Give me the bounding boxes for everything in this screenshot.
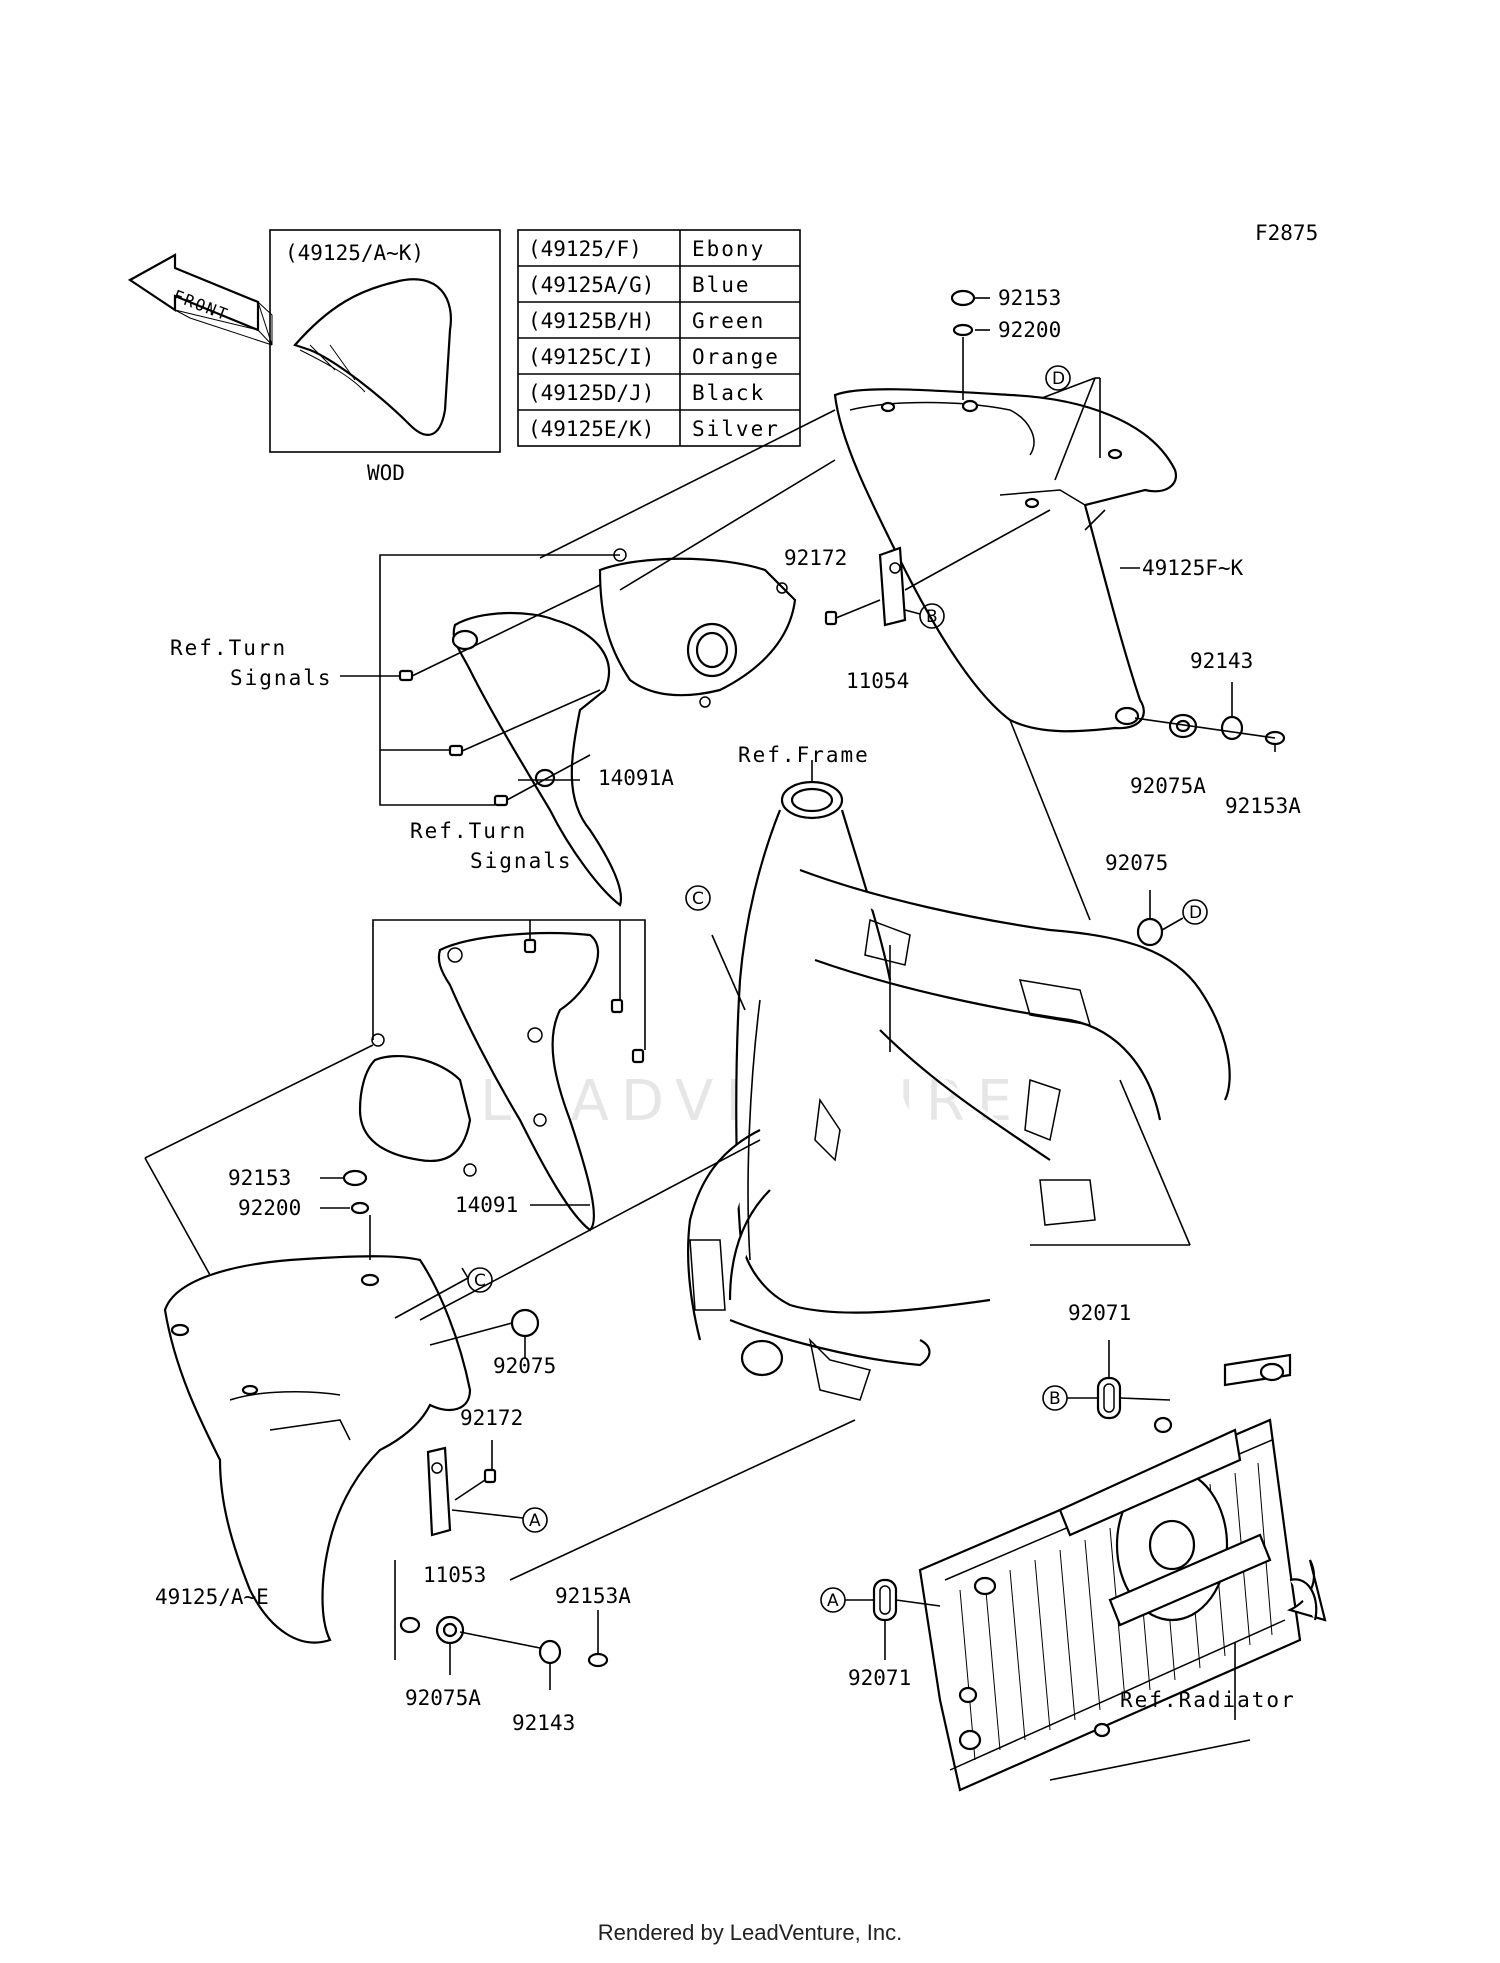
label-92071-top: 92071	[1068, 1301, 1131, 1325]
screw-92153A-right	[1264, 730, 1286, 752]
label-92200-top: 92200	[998, 318, 1061, 342]
footer-credit: Rendered by LeadVenture, Inc.	[597, 1920, 903, 1945]
label-ref-frame: Ref.Frame	[738, 743, 870, 767]
inner-cover-14091	[437, 932, 600, 1232]
table-code-0: (49125/F)	[528, 237, 642, 261]
bracket-11054	[878, 546, 907, 627]
svg-text:D: D	[1189, 903, 1202, 923]
screw-92153-top	[950, 289, 990, 400]
inner-cover-14091A	[451, 611, 623, 907]
label-11053: 11053	[423, 1563, 486, 1587]
screw-92172-left	[454, 1440, 497, 1501]
label-92075-right: 92075	[1105, 851, 1168, 875]
label-92200-left: 92200	[238, 1196, 301, 1220]
diagram-code: F2875	[1255, 221, 1318, 245]
table-code-5: (49125E/K)	[528, 417, 654, 441]
callout-C-left: C	[467, 1267, 493, 1293]
label-14091A: 14091A	[598, 766, 674, 790]
inset-box: (49125/A~K) WOD	[269, 229, 501, 485]
grommet-92071-top	[1096, 1340, 1171, 1420]
label-14091: 14091	[455, 1193, 518, 1217]
svg-text:A: A	[827, 1591, 839, 1611]
label-ref-radiator: Ref.Radiator	[1120, 1688, 1296, 1712]
color-table: (49125/F) Ebony (49125A/G) Blue (49125B/…	[517, 229, 801, 447]
inset-title: (49125/A~K)	[285, 241, 424, 265]
grommet-92075-right	[1136, 890, 1184, 947]
label-11054: 11054	[846, 669, 909, 693]
label-92172-left: 92172	[460, 1406, 523, 1430]
label-92153-top: 92153	[998, 286, 1061, 310]
label-92075-left: 92075	[493, 1354, 556, 1378]
callout-A-left: A	[451, 1507, 548, 1533]
screw-92172-top	[824, 599, 881, 626]
svg-text:B: B	[1049, 1389, 1061, 1409]
label-92153A-left: 92153A	[555, 1584, 631, 1608]
table-code-3: (49125C/I)	[528, 345, 654, 369]
label-49125AE: 49125/A~E	[155, 1585, 269, 1609]
table-color-4: Black	[692, 381, 765, 405]
label-92075A-left: 92075A	[405, 1686, 481, 1710]
radiator	[918, 1353, 1327, 1792]
callout-D-right: D	[1182, 899, 1208, 925]
table-color-1: Blue	[692, 273, 751, 297]
label-92153A-right: 92153A	[1225, 794, 1301, 818]
table-code-2: (49125B/H)	[528, 309, 654, 333]
svg-text:D: D	[1052, 369, 1065, 389]
label-92143-right: 92143	[1190, 649, 1253, 673]
screws-turn-signal-upper	[398, 669, 509, 807]
table-code-4: (49125D/J)	[528, 381, 654, 405]
svg-text:C: C	[692, 889, 704, 909]
grommet-92075A-left	[435, 1615, 465, 1675]
svg-text:B: B	[926, 607, 938, 627]
callout-A-radiator: A	[820, 1587, 874, 1613]
callout-B-top: B	[904, 603, 945, 629]
right-shroud	[833, 388, 1178, 733]
screw-92153A-left	[587, 1610, 609, 1668]
screw-92153-left	[320, 1169, 371, 1260]
ref-bracket-upper	[340, 554, 620, 806]
table-color-3: Orange	[692, 345, 780, 369]
label-49125FK: 49125F~K	[1142, 556, 1244, 580]
bracket-11053	[426, 1446, 452, 1537]
table-color-5: Silver	[692, 417, 780, 441]
leader-lines	[144, 377, 1140, 1581]
label-ref-turn-signals-1b: Signals	[230, 666, 333, 690]
table-code-1: (49125A/G)	[528, 273, 654, 297]
label-92153-left: 92153	[228, 1166, 291, 1190]
svg-text:A: A	[529, 1511, 541, 1531]
label-92143-left: 92143	[512, 1711, 575, 1735]
collar-92143-right	[1220, 682, 1244, 741]
label-ref-turn-signals-2a: Ref.Turn	[410, 819, 527, 843]
left-shroud	[163, 1255, 472, 1660]
collar-92143-left	[459, 1631, 562, 1690]
turn-signal-housing-right	[598, 548, 797, 708]
frame	[686, 760, 1231, 1401]
table-color-0: Ebony	[692, 237, 765, 261]
front-arrow-icon: FRONT	[127, 253, 273, 346]
label-ref-turn-signals-2b: Signals	[470, 849, 573, 873]
inset-caption: WOD	[367, 461, 405, 485]
label-ref-turn-signals-1a: Ref.Turn	[170, 636, 287, 660]
turn-signal-housing-left	[358, 1033, 477, 1177]
screws-turn-signal-lower	[372, 919, 646, 1064]
label-92172-top: 92172	[784, 546, 847, 570]
label-92071-bottom: 92071	[848, 1666, 911, 1690]
callout-C-frame: C	[685, 885, 711, 911]
label-92075A-right: 92075A	[1130, 774, 1206, 798]
callout-D-top: D	[1045, 365, 1071, 391]
callout-B-radiator: B	[1042, 1385, 1098, 1411]
grommet-92075-left	[429, 1308, 540, 1358]
svg-text:C: C	[474, 1271, 486, 1291]
table-color-2: Green	[692, 309, 765, 333]
